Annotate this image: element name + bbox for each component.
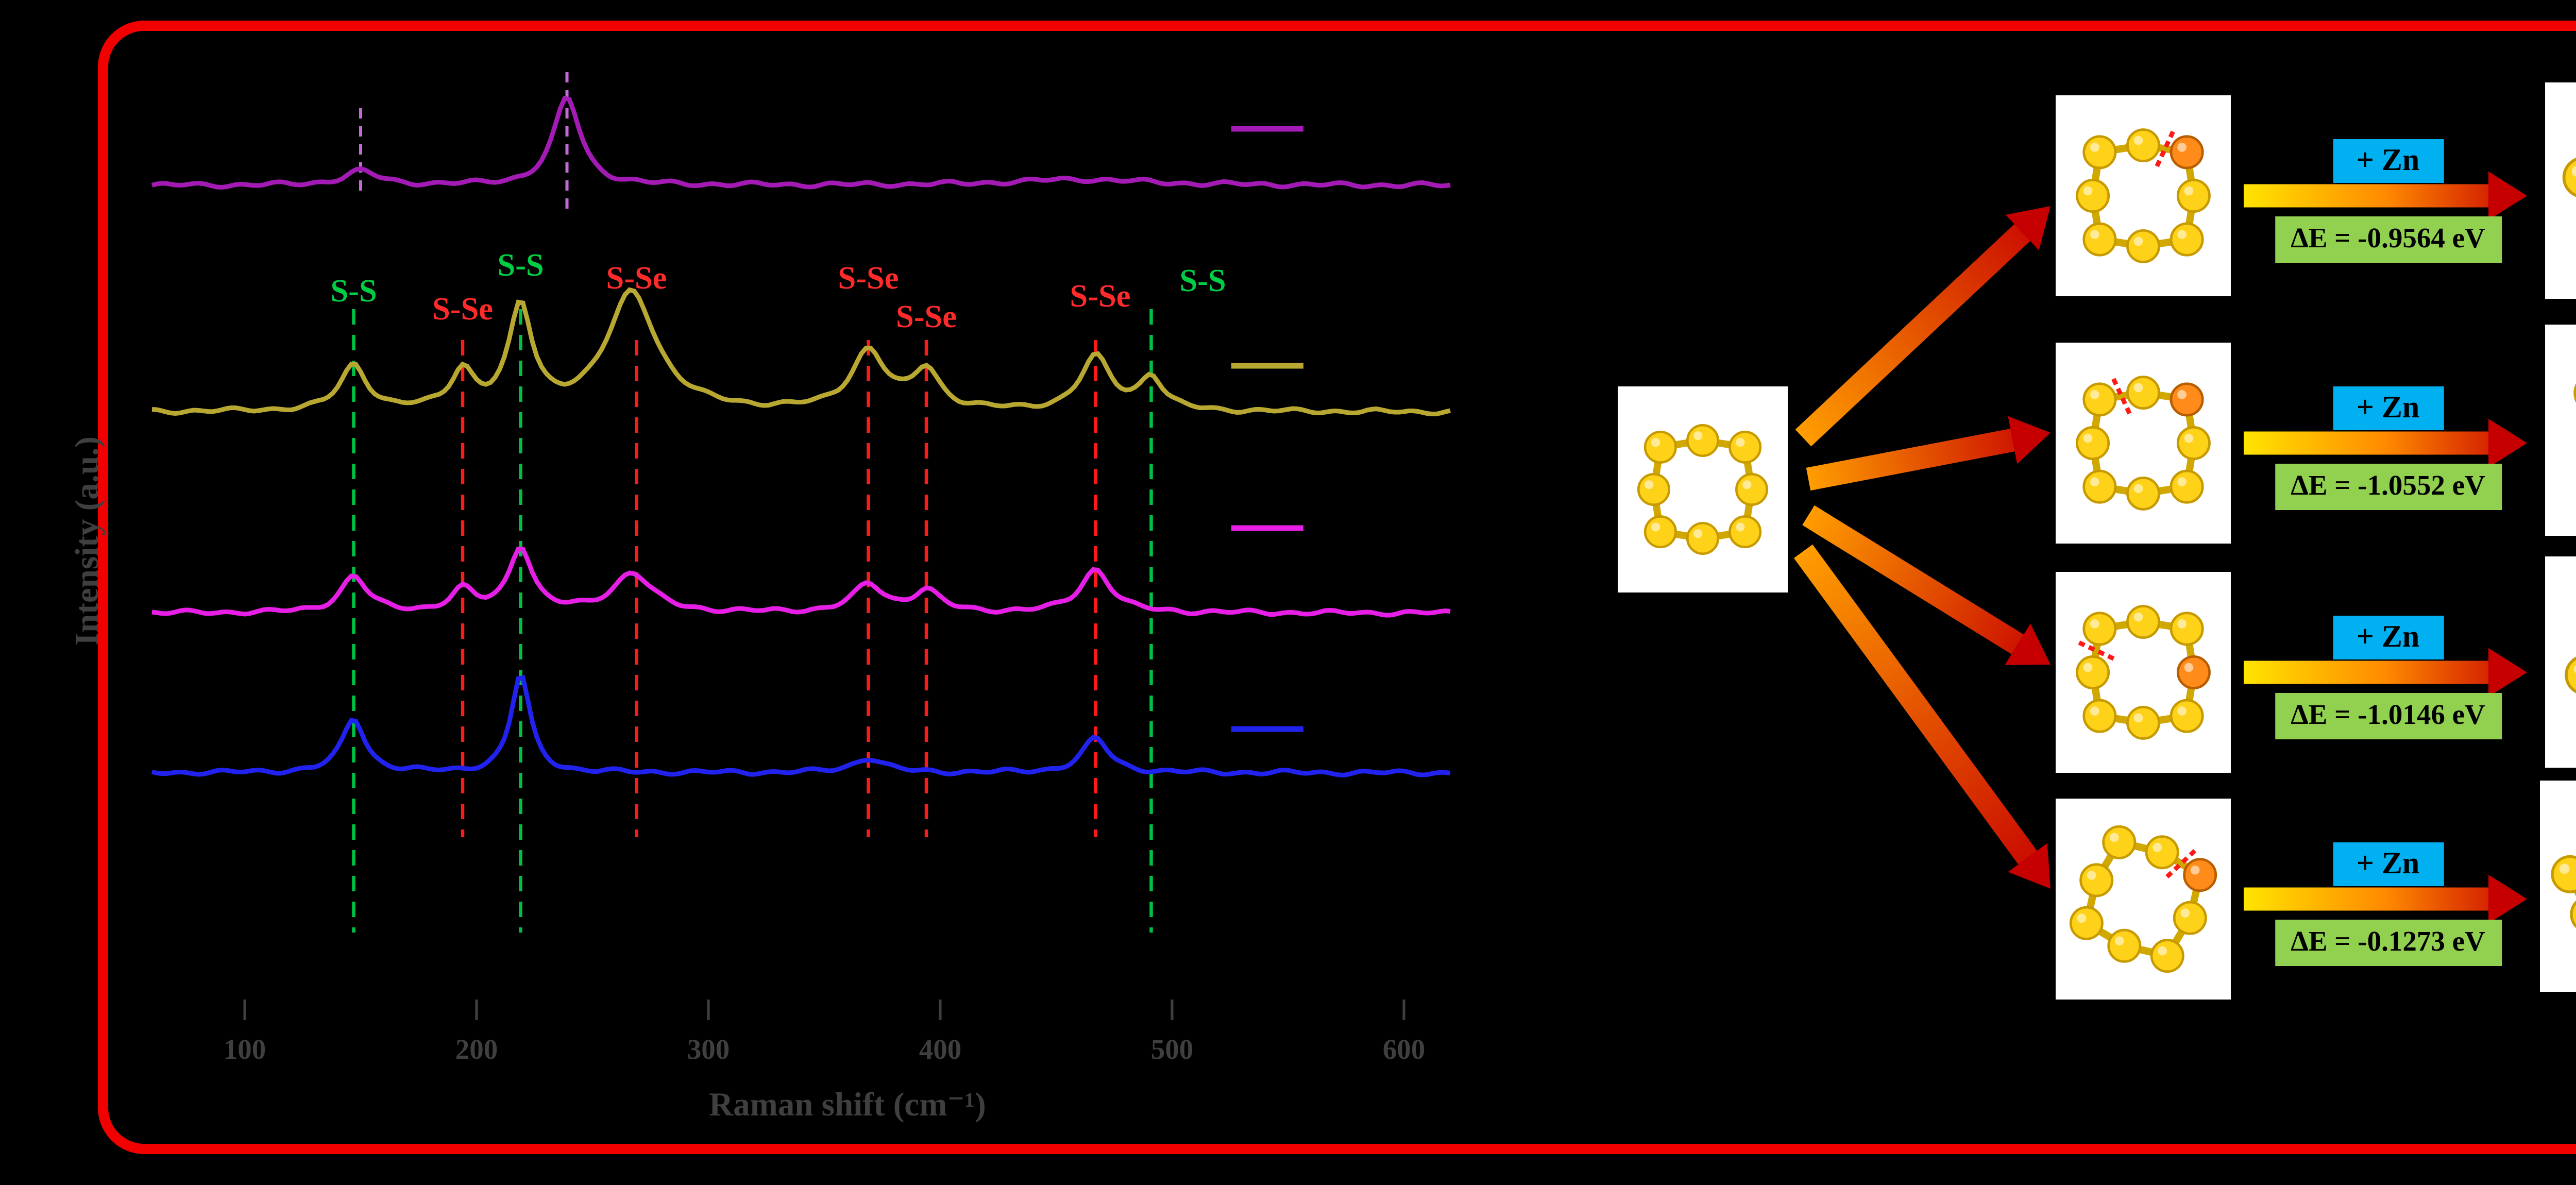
molecule-stage1-product-3 [2545, 556, 2576, 768]
spectrum-curve [151, 546, 1451, 618]
spectra-curves [151, 95, 1451, 778]
svg-text:S-Se: S-Se [838, 260, 899, 296]
molecule-stage1-isomer-1 [2056, 95, 2231, 296]
x-axis-label: Raman shift (cm⁻¹) [709, 1085, 986, 1123]
spectrum-curve [151, 95, 1451, 190]
svg-text:400: 400 [919, 1034, 962, 1065]
molecule-drawing [2069, 825, 2217, 973]
legend-swatches [1231, 126, 1303, 732]
spectrum-curve [151, 675, 1451, 778]
reaction-arrow [1802, 505, 2050, 665]
svg-text:S-S: S-S [497, 247, 544, 283]
x-axis-ticks: 100 200 300 400 500 600 [224, 1000, 1426, 1065]
molecule-drawing [2076, 128, 2211, 263]
molecule-stage1-isomer-3 [2056, 572, 2231, 773]
molecule-drawing [2562, 158, 2576, 197]
svg-text:600: 600 [1383, 1034, 1426, 1065]
figure-border [98, 21, 2576, 1154]
molecule-stage1-isomer-2 [2056, 343, 2231, 544]
svg-text:S-Se: S-Se [432, 291, 493, 327]
molecule-stage1-product-1 [2545, 82, 2576, 299]
plus-zn-badge: + Zn [2333, 386, 2443, 430]
reference-dashed-lines [352, 72, 1153, 933]
energy-badge: ΔE = -1.0146 eV [2275, 693, 2501, 739]
reaction-arrow [2244, 648, 2527, 697]
svg-text:S-Se: S-Se [1070, 278, 1130, 314]
energy-badge: ΔE = -1.0552 eV [2275, 464, 2501, 510]
molecule-drawing [2565, 656, 2576, 693]
plus-zn-badge: + Zn [2333, 616, 2443, 659]
svg-text:100: 100 [224, 1034, 266, 1065]
bond-break-mark [2077, 640, 2115, 661]
reaction-arrow [2244, 171, 2527, 221]
bond-break-mark [2155, 130, 2176, 167]
reaction-arrow [1793, 544, 2050, 889]
energy-badge: ΔE = -0.1273 eV [2275, 920, 2501, 966]
svg-text:S-Se: S-Se [606, 260, 667, 296]
reaction-arrow [2244, 874, 2527, 924]
spectrum-curve [151, 287, 1451, 416]
energy-badge: ΔE = -0.9564 eV [2275, 216, 2501, 263]
svg-text:200: 200 [455, 1034, 498, 1065]
molecule-drawing [1637, 424, 1769, 555]
reaction-arrow [1795, 206, 2050, 447]
svg-text:S-S: S-S [330, 273, 377, 309]
svg-text:S-S: S-S [1179, 262, 1226, 298]
molecule-stage1-isomer-4 [2056, 799, 2231, 1000]
reaction-arrow [2244, 418, 2527, 468]
reaction-arrow [1806, 416, 2050, 491]
molecule-stage1-product-2 [2545, 325, 2576, 536]
svg-text:300: 300 [687, 1034, 730, 1065]
reaction-arrows [1793, 171, 2527, 924]
molecule-drawing [2076, 605, 2211, 740]
bond-break-mark [2111, 377, 2132, 415]
molecule-s8-reactant [1618, 386, 1788, 592]
bond-break-mark [2165, 849, 2197, 879]
plus-zn-badge: + Zn [2333, 139, 2443, 183]
svg-text:500: 500 [1151, 1034, 1194, 1065]
y-axis-label: Intensity (a.u.) [67, 436, 106, 646]
plus-zn-badge: + Zn [2333, 842, 2443, 886]
molecule-drawing [2573, 383, 2576, 403]
molecule-drawing [2551, 855, 2576, 928]
molecule-drawing [2076, 376, 2211, 511]
molecule-stage1-product-4 [2540, 781, 2576, 992]
svg-text:S-Se: S-Se [896, 298, 957, 334]
